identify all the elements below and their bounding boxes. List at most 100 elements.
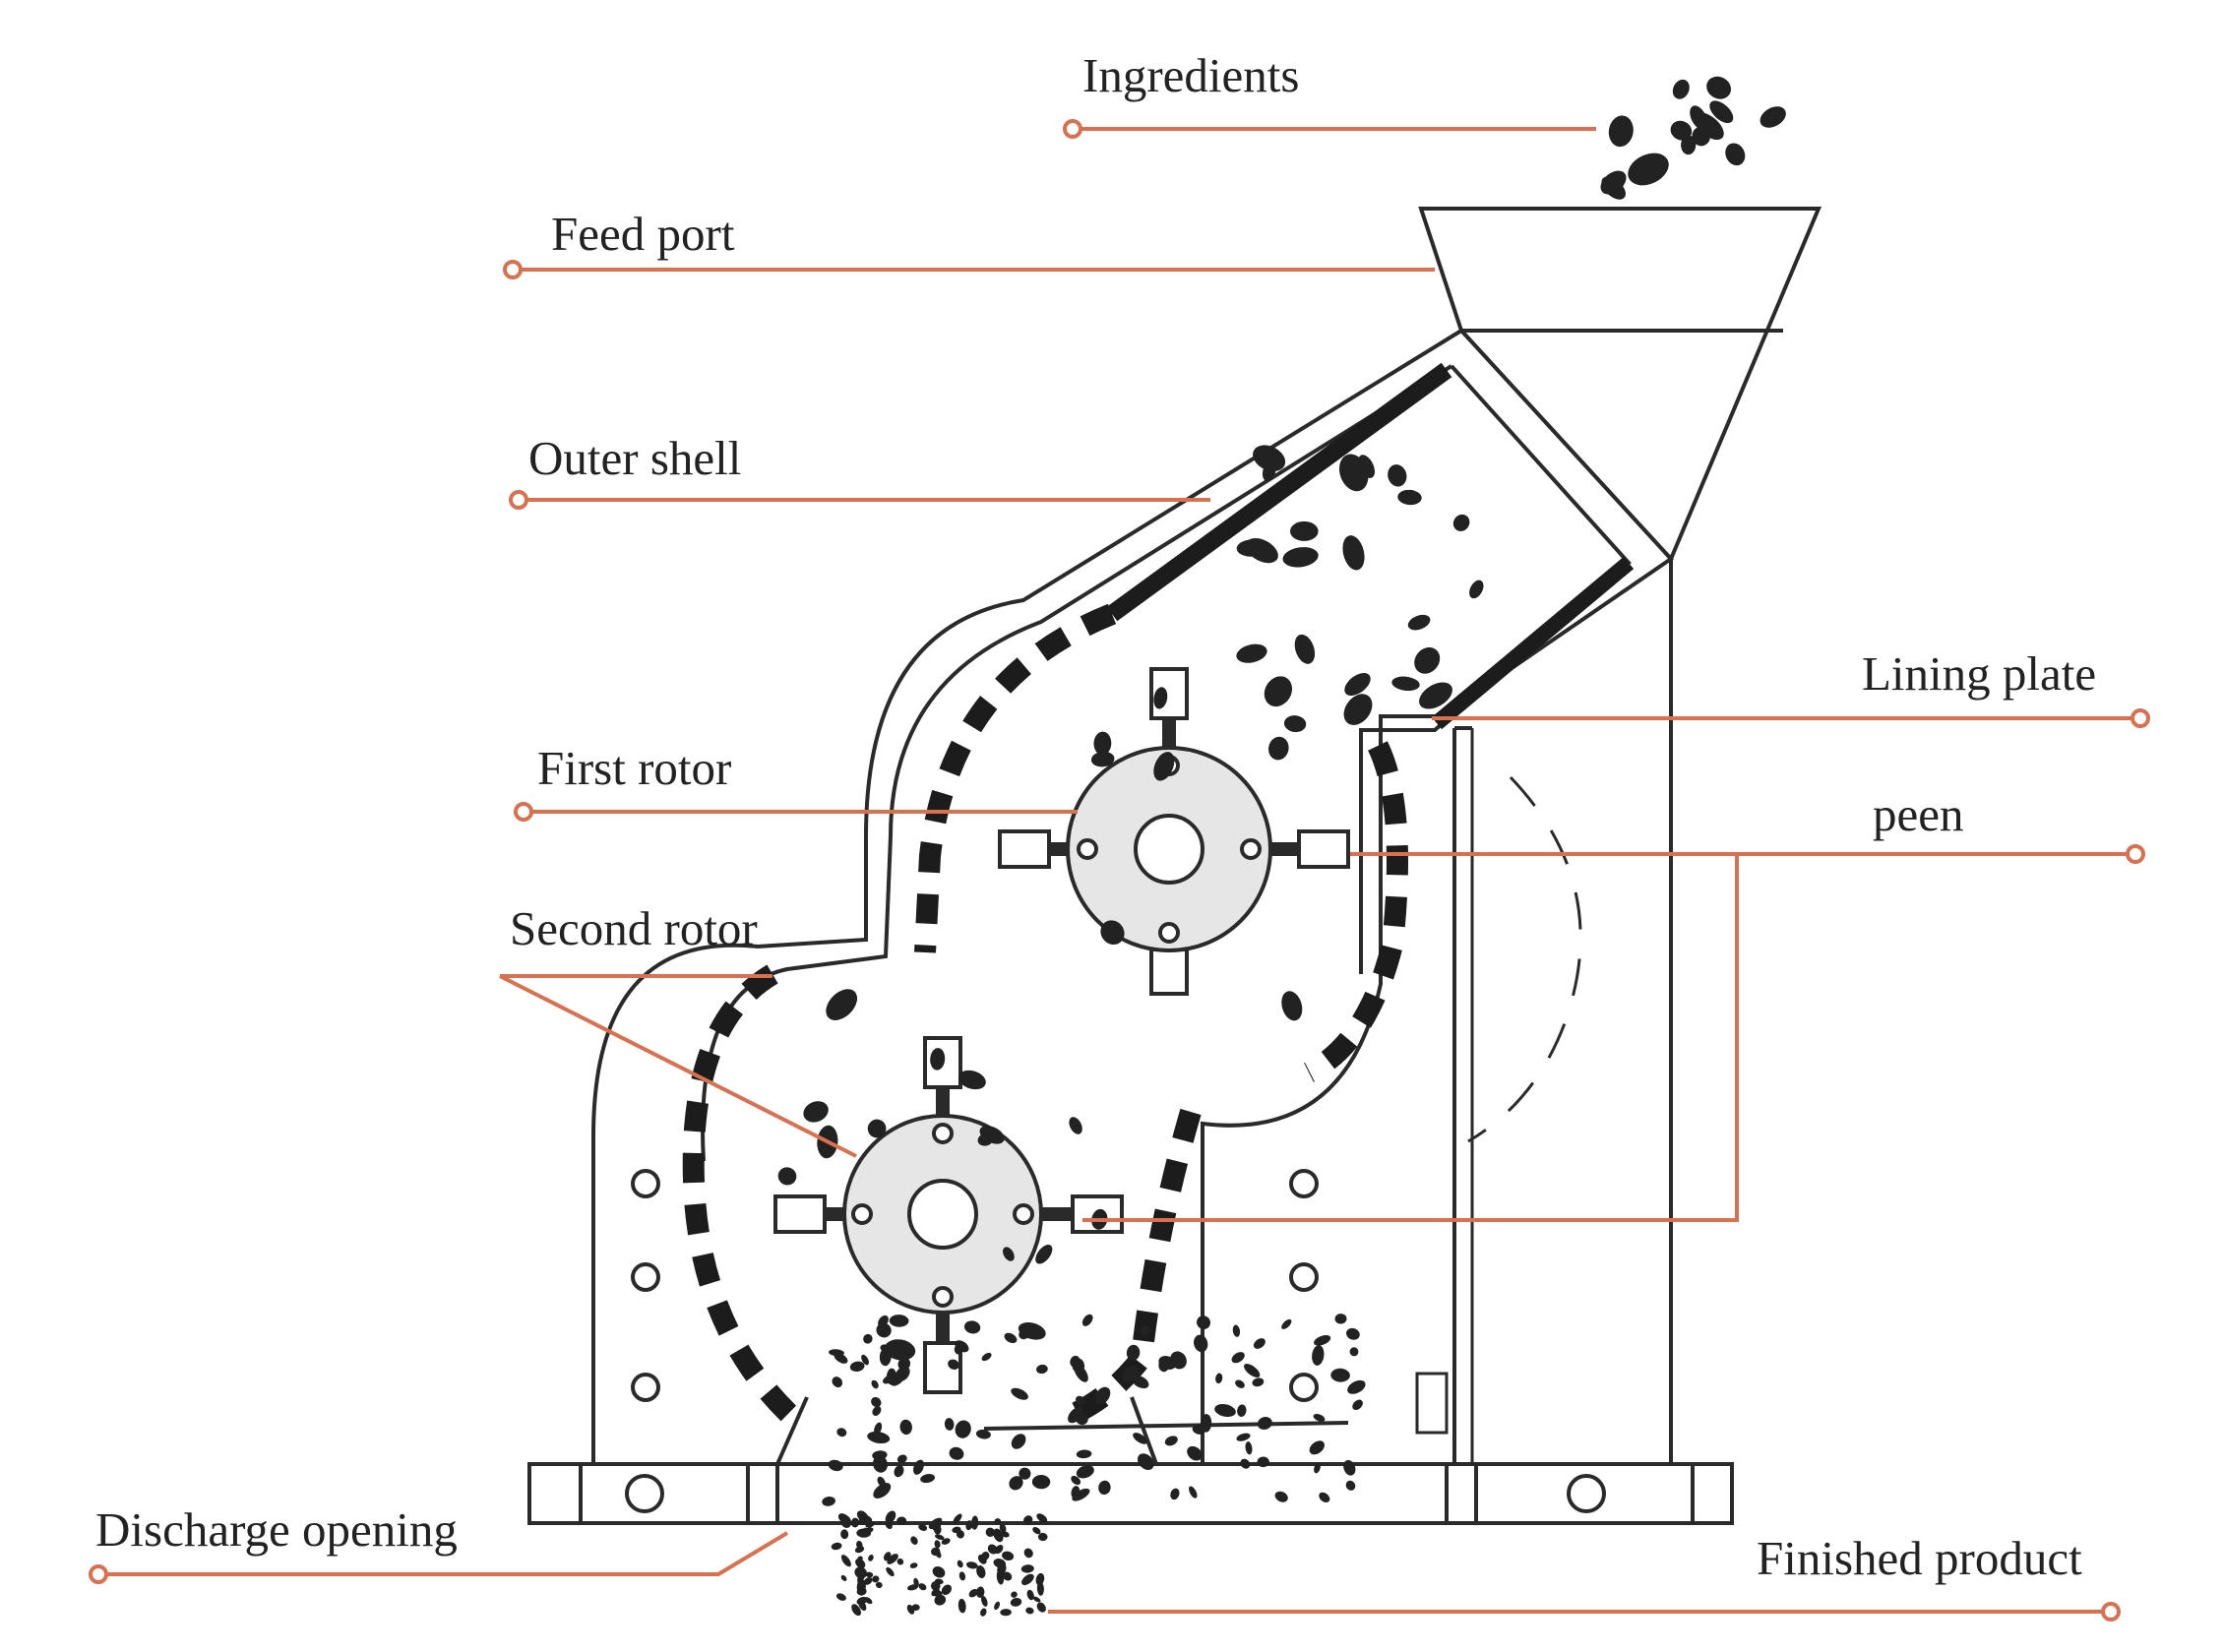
particle: [1075, 1412, 1088, 1426]
particle: [934, 1549, 942, 1559]
particle: [1343, 694, 1373, 725]
particle: [876, 1322, 892, 1338]
particle: [958, 1571, 966, 1581]
particle: [894, 1465, 904, 1478]
particle: [897, 1357, 911, 1371]
particle: [872, 1575, 880, 1583]
particle: [1262, 460, 1276, 481]
particle: [985, 1527, 995, 1537]
particle: [1153, 687, 1168, 709]
particle: [913, 1577, 919, 1587]
particle: [1074, 1364, 1088, 1382]
particle: [963, 1320, 981, 1334]
particle: [913, 1459, 924, 1475]
particle: [1309, 1440, 1325, 1455]
leader-lines: [98, 127, 2140, 1614]
particle: [932, 1566, 946, 1578]
label-finished-product: Finished product: [1757, 1531, 2082, 1585]
leader-dots: [89, 119, 2150, 1621]
second-rotor: [773, 1036, 1124, 1394]
particle: [889, 1315, 909, 1327]
particle: [931, 1588, 940, 1597]
particle: [1081, 1314, 1093, 1326]
particle: [953, 1513, 962, 1524]
particle: [928, 1517, 943, 1529]
particle: [1094, 1386, 1111, 1405]
particle: [822, 1497, 835, 1506]
particle: [957, 1560, 963, 1568]
right-housing: [1415, 559, 1673, 1464]
particle: [1313, 1413, 1326, 1422]
particle: [1071, 1475, 1081, 1486]
particle: [855, 1558, 866, 1569]
particle: [1235, 1379, 1245, 1388]
particle: [1694, 112, 1724, 141]
particle: [872, 1406, 882, 1416]
particle: [1236, 643, 1267, 663]
particle: [1760, 106, 1786, 128]
particle: [1257, 1456, 1269, 1468]
particle: [965, 1561, 978, 1569]
particle: [1036, 1513, 1048, 1523]
particle: [987, 1544, 998, 1555]
particle: [955, 1340, 969, 1353]
particle: [1036, 1581, 1044, 1596]
particle: [863, 1576, 873, 1585]
particle: [886, 1566, 895, 1577]
particle: [1035, 1245, 1053, 1264]
particle: [1069, 1117, 1082, 1134]
particle: [1170, 1488, 1180, 1500]
particle: [980, 1595, 988, 1607]
particle: [865, 1521, 875, 1528]
particle: [999, 1523, 1007, 1533]
particle: [1334, 1314, 1347, 1324]
particle: [1036, 1364, 1048, 1375]
particle: [1294, 634, 1316, 664]
particle: [994, 1601, 1001, 1611]
particle: [1025, 1607, 1034, 1615]
particle: [993, 1559, 1007, 1568]
particle: [957, 1070, 986, 1090]
particle: [832, 1377, 843, 1388]
particle: [1236, 1433, 1251, 1441]
particle: [1240, 1458, 1251, 1469]
particle: [1268, 736, 1289, 761]
particle: [868, 1555, 874, 1561]
particle: [1037, 1532, 1048, 1542]
particle: [968, 1588, 978, 1598]
particle: [1133, 1433, 1147, 1444]
particle: [976, 1565, 986, 1578]
particle: [956, 1530, 964, 1539]
particle: [1002, 1571, 1013, 1581]
particle: [1026, 1589, 1034, 1601]
particle: [1137, 1453, 1154, 1470]
particle: [835, 1593, 846, 1601]
particle: [1076, 1465, 1094, 1479]
particle: [1314, 1462, 1321, 1474]
particle: [1023, 1548, 1033, 1559]
particle: [1019, 1467, 1031, 1480]
particle: [873, 1455, 888, 1473]
particle: [1153, 752, 1175, 781]
discharge-opening: [775, 1396, 1349, 1465]
particle: [1035, 1572, 1045, 1586]
particle: [867, 1119, 887, 1138]
particle: [1608, 115, 1634, 148]
particle: [1076, 1395, 1086, 1406]
particle: [1070, 1355, 1081, 1368]
particle: [887, 1554, 898, 1564]
particle: [826, 989, 858, 1020]
particle: [886, 1368, 896, 1385]
particle: [979, 1126, 1005, 1144]
particle: [895, 1366, 910, 1382]
particle: [994, 1518, 1002, 1525]
particle: [1725, 143, 1746, 166]
particle: [909, 1562, 918, 1568]
particle: [777, 1167, 797, 1186]
particle: [911, 1604, 920, 1611]
particle: [1344, 673, 1371, 696]
particle: [1681, 135, 1697, 155]
particle: [955, 1420, 971, 1438]
particle: [1009, 1476, 1023, 1491]
particle: [1282, 547, 1319, 568]
